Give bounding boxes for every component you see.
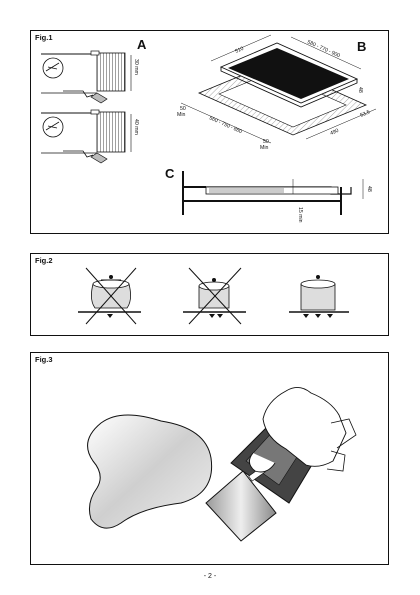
figure-1-label: Fig.1 [35,33,53,42]
dim-c-height: 48 [366,186,372,192]
figure-1a-upper-drawing: 30 mm [41,50,139,104]
figure-2-label: Fig.2 [35,256,53,265]
figure-1-panel: Fig.1 A B C 30 mm [30,30,389,234]
figure-1-letter-b: B [357,39,367,54]
dim-a-40mm: 40 mm [133,119,139,135]
figure-3-label: Fig.3 [35,355,53,364]
dim-b-height: 48 [357,87,363,93]
page-number: - 2 - [203,573,217,580]
dim-c-clearance: 15 min [297,207,303,223]
dim-a-30mm: 30 mm [133,59,139,75]
hand-drawing [249,387,357,473]
figure-2-pot-wrong-1 [78,267,141,325]
dim-b-top-width: 510 [234,46,244,55]
figure-1-letter-c: C [165,166,175,181]
dim-b-top-depth: 580 - 770 - 900 [306,39,341,59]
figure-2-drawing [78,267,349,325]
figure-1a-lower-drawing: 40 mm [41,109,139,164]
dim-b-cutout-depth: 490 [329,128,339,137]
figure-1-letter-a: A [137,37,147,52]
glass-ceramic-surface [87,414,213,529]
figure-1b-drawing: 510 580 - 770 - 900 560 - 750 - 880 490 … [177,34,377,151]
figure-2-pot-wrong-2 [183,267,246,325]
figure-2-panel: Fig.2 [30,253,389,336]
figure-3-panel: Fig.3 [30,352,389,565]
dim-b-cutout-width: 560 - 750 - 880 [208,115,243,135]
figure-2-pot-correct [289,275,349,318]
figure-3-drawing [87,387,357,542]
figure-1-drawing: 30 mm 40 mm [41,34,377,223]
figure-1c-drawing: 48 15 min [182,171,372,223]
dim-b-side: 53,5 [359,109,371,119]
